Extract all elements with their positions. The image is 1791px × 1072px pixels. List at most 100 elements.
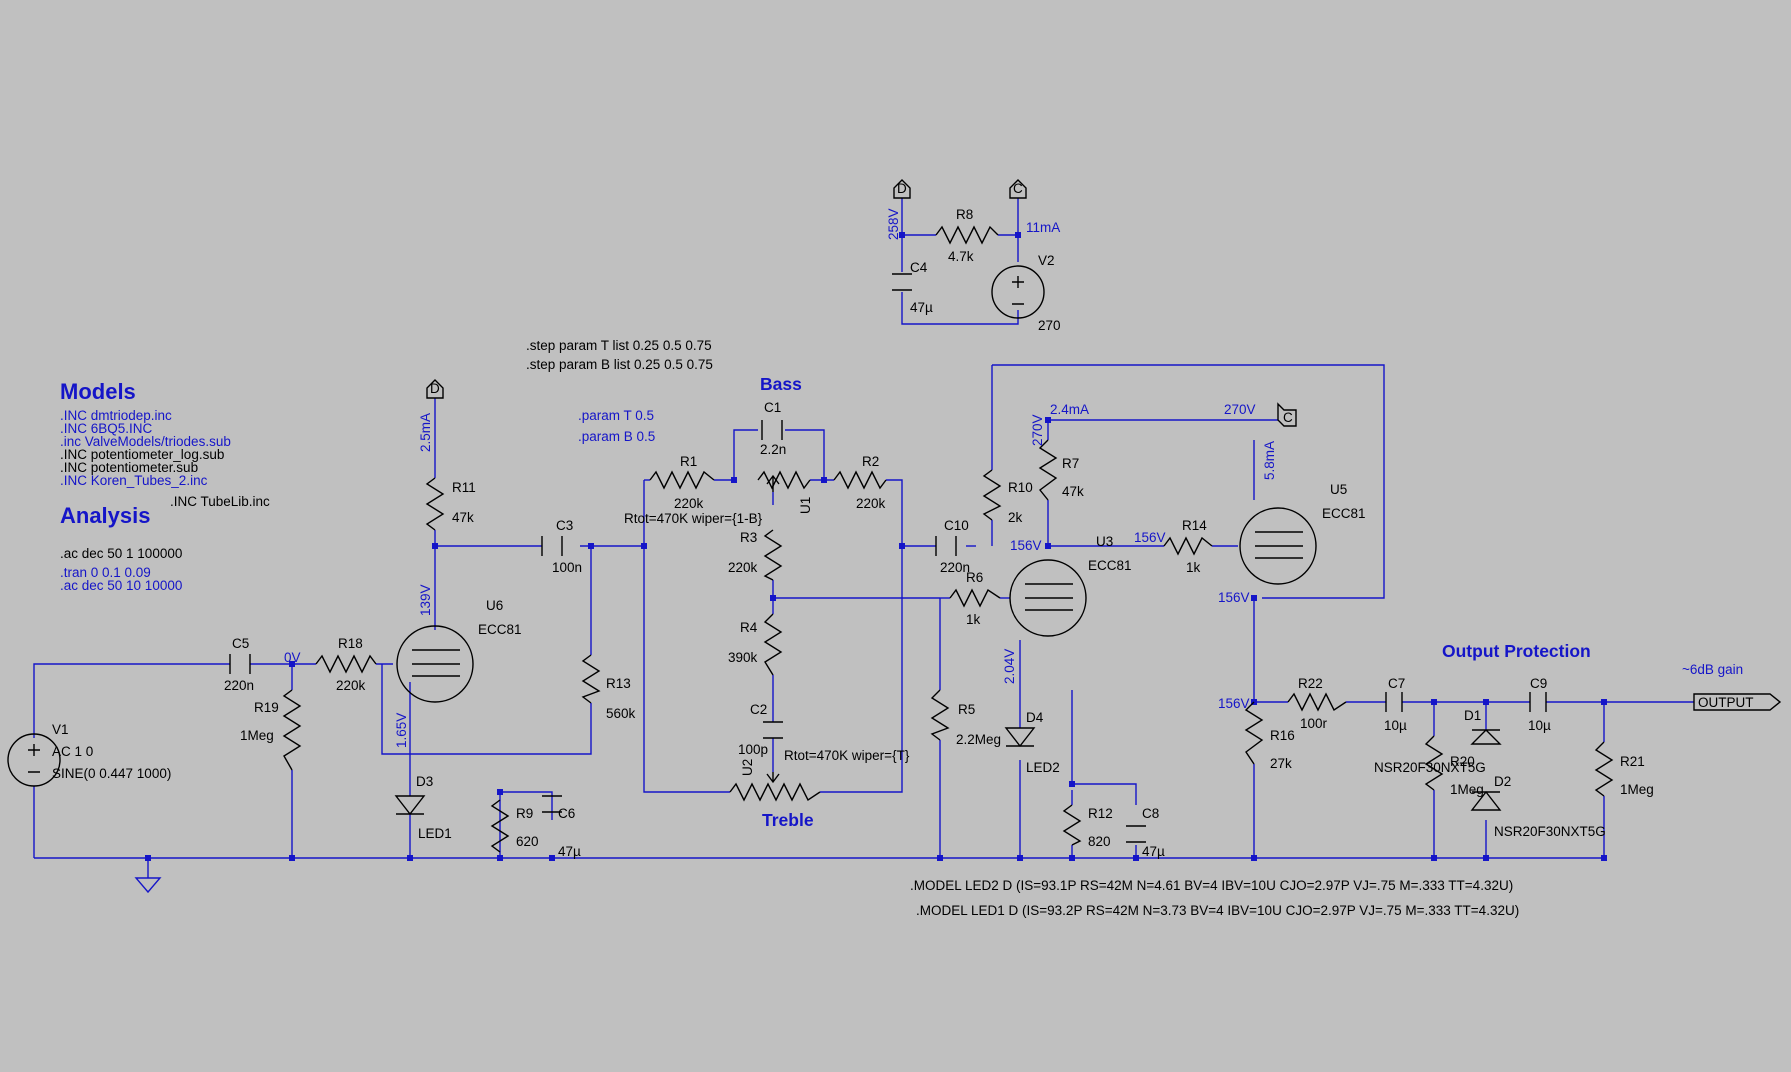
v1-sine: SINE(0 0.447 1000): [52, 766, 171, 781]
flag-c-top: C: [1013, 181, 1023, 196]
step-b-directive: .step param B list 0.25 0.5 0.75: [526, 357, 713, 372]
param-b-directive: .param B 0.5: [578, 429, 655, 444]
r4-value: 390k: [728, 650, 758, 665]
r12-label: R12: [1088, 806, 1113, 821]
r4-label: R4: [740, 620, 758, 635]
readout-v-u6-cathode: 1.65V: [394, 713, 409, 748]
r8-value: 4.7k: [948, 249, 974, 264]
r13-label: R13: [606, 676, 631, 691]
r16-value: 27k: [1270, 756, 1292, 771]
c7-value: 10µ: [1384, 718, 1407, 733]
r2-value: 220k: [856, 496, 886, 511]
r22-value: 100r: [1300, 716, 1328, 731]
c10-label: C10: [944, 518, 969, 533]
c10-value: 220n: [940, 560, 970, 575]
r14-value: 1k: [1186, 560, 1201, 575]
readout-v-u3-plate: 270V: [1030, 414, 1045, 446]
u3-label: U3: [1096, 534, 1113, 549]
c1-label: C1: [764, 400, 781, 415]
c9-label: C9: [1530, 676, 1547, 691]
readout-i-v2: 11mA: [1026, 220, 1060, 235]
r21-value: 1Meg: [1620, 782, 1654, 797]
ac-directive-1: .ac dec 50 1 100000: [60, 546, 182, 561]
r5-label: R5: [958, 702, 975, 717]
inc-line-0: .INC dmtriodep.inc: [60, 408, 172, 423]
u1-value: Rtot=470K wiper={1-B}: [624, 511, 763, 526]
r18-label: R18: [338, 636, 363, 651]
r5-value: 2.2Meg: [956, 732, 1001, 747]
d4-value: LED2: [1026, 760, 1060, 775]
d1-label: D1: [1464, 708, 1481, 723]
readout-v-in: 0V: [284, 650, 301, 665]
inc-line-2: .inc ValveModels/triodes.sub: [60, 434, 231, 449]
output-protection-heading: Output Protection: [1442, 641, 1591, 661]
tran-directive: .tran 0 0.1 0.09: [60, 565, 151, 580]
d1-value: NSR20F30NXT5G: [1374, 760, 1486, 775]
component-symbols: [7, 179, 1782, 894]
r9-value: 620: [516, 834, 539, 849]
d3-value: LED1: [418, 826, 452, 841]
r19-label: R19: [254, 700, 279, 715]
analysis-heading: Analysis: [60, 503, 151, 528]
inc-line-5: .INC Koren_Tubes_2.inc: [60, 473, 208, 488]
ac-directive-2: .ac dec 50 10 10000: [60, 578, 182, 593]
c6-label: C6: [558, 806, 575, 821]
u2-value: Rtot=470K wiper={T}: [784, 748, 910, 763]
u6-label: U6: [486, 598, 503, 613]
d3-label: D3: [416, 774, 433, 789]
u2-label: U2: [740, 759, 755, 776]
c5-label: C5: [232, 636, 249, 651]
r10-value: 2k: [1008, 510, 1023, 525]
treble-heading: Treble: [762, 810, 814, 830]
v1-label: V1: [52, 722, 69, 737]
r7-value: 47k: [1062, 484, 1084, 499]
c2-label: C2: [750, 702, 767, 717]
c1-value: 2.2n: [760, 442, 786, 457]
readout-v-r8: 258V: [886, 208, 901, 240]
c5-value: 220n: [224, 678, 254, 693]
r21-label: R21: [1620, 754, 1645, 769]
r1-label: R1: [680, 454, 697, 469]
r6-label: R6: [966, 570, 983, 585]
readout-v-u3-b: 156V: [1134, 530, 1166, 545]
model-led1-directive: .MODEL LED1 D (IS=93.2P RS=42M N=3.73 BV…: [916, 903, 1519, 918]
u3-value: ECC81: [1088, 558, 1132, 573]
r12-value: 820: [1088, 834, 1111, 849]
v2-label: V2: [1038, 253, 1055, 268]
r16-label: R16: [1270, 728, 1295, 743]
bass-heading: Bass: [760, 374, 802, 394]
flag-d-top: D: [897, 181, 907, 196]
gain-note: ~6dB gain: [1682, 662, 1743, 677]
d2-value: NSR20F30NXT5G: [1494, 824, 1606, 839]
readout-i-r7: 2.4mA: [1050, 402, 1089, 417]
v1-ac: AC 1 0: [52, 744, 93, 759]
c8-value: 47µ: [1142, 844, 1165, 859]
r8-label: R8: [956, 207, 973, 222]
inc-tubelib: .INC TubeLib.inc: [170, 494, 270, 509]
r20-value: 1Meg: [1450, 782, 1484, 797]
r7-label: R7: [1062, 456, 1079, 471]
readout-i-r11: 2.5mA: [418, 413, 433, 452]
u1-label: U1: [798, 497, 813, 514]
c3-value: 100n: [552, 560, 582, 575]
wires: [33, 198, 1694, 878]
d2-label: D2: [1494, 774, 1511, 789]
output-flag: OUTPUT: [1698, 695, 1754, 710]
c3-label: C3: [556, 518, 573, 533]
r22-label: R22: [1298, 676, 1323, 691]
r6-value: 1k: [966, 612, 981, 627]
r18-value: 220k: [336, 678, 366, 693]
readout-v-u5-cathode: 156V: [1218, 590, 1250, 605]
flag-d-u6: D: [430, 381, 440, 396]
r3-value: 220k: [728, 560, 758, 575]
r19-value: 1Meg: [240, 728, 274, 743]
c9-value: 10µ: [1528, 718, 1551, 733]
d4-label: D4: [1026, 710, 1044, 725]
c4-label: C4: [910, 260, 928, 275]
r11-value: 47k: [452, 510, 474, 525]
inc-line-3: .INC potentiometer_log.sub: [60, 447, 224, 462]
model-led2-directive: .MODEL LED2 D (IS=93.1P RS=42M N=4.61 BV…: [910, 878, 1513, 893]
labels: Models Analysis Bass Treble Output Prote…: [52, 181, 1754, 918]
readout-v-out-node: 156V: [1218, 696, 1250, 711]
